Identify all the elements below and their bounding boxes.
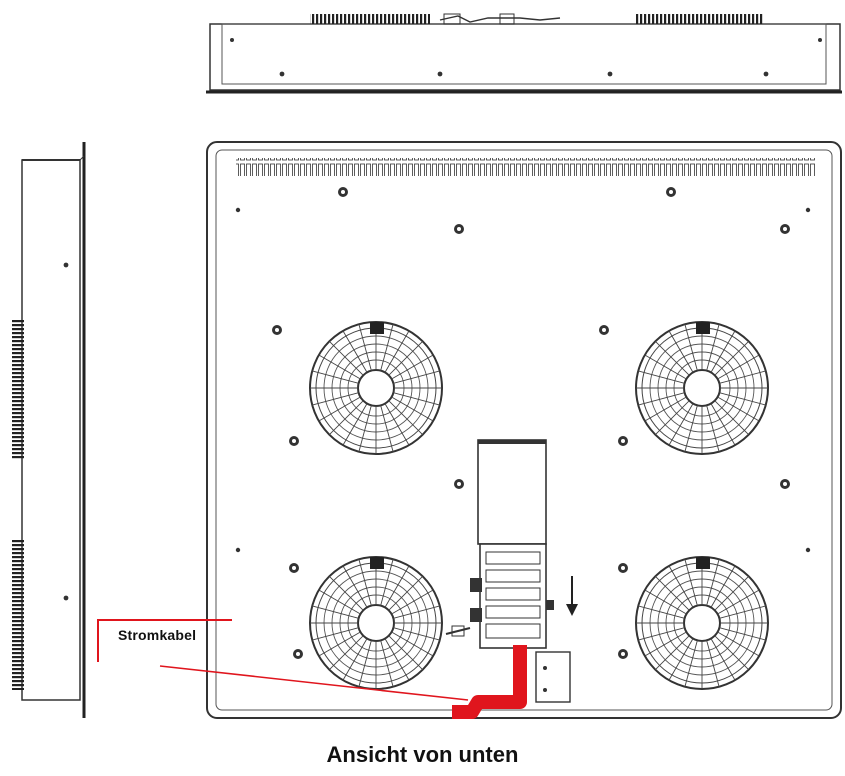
power-cable-label: Stromkabel bbox=[118, 627, 197, 643]
view-caption: Ansicht von unten bbox=[326, 742, 519, 767]
left-side-view bbox=[12, 142, 86, 718]
mounting-screws bbox=[235, 187, 811, 659]
top-side-view bbox=[206, 13, 842, 94]
bottom-view-housing bbox=[206, 141, 842, 719]
control-module bbox=[445, 439, 578, 703]
callout-leader bbox=[97, 619, 469, 701]
power-cable bbox=[452, 645, 527, 719]
